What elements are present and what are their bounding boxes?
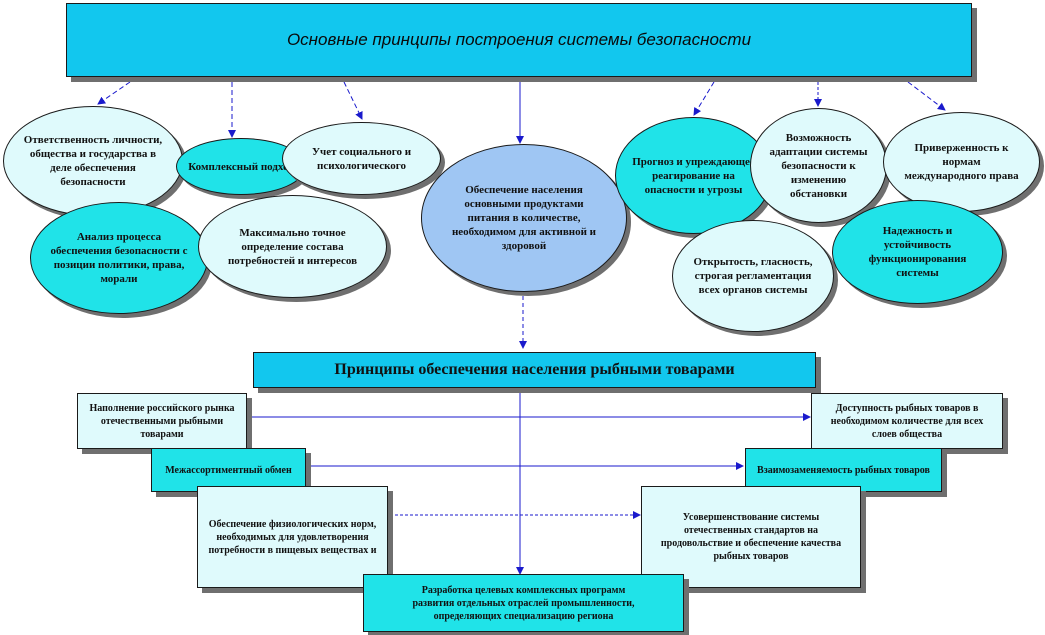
ellipse-analysis: Анализ процесса обеспечения безопасности…	[30, 202, 208, 314]
target-programs-line-3: определяющих специализацию региона	[433, 610, 614, 622]
arrow-to-forecast	[693, 81, 715, 116]
arrow-to-responsibility	[97, 81, 131, 105]
target-programs-line-2: развития отдельных отраслей промышленнос…	[412, 597, 635, 609]
section-title-box: Принципы обеспечения населения рыбными т…	[253, 352, 816, 388]
box-physiological-norms: Обеспечение физиологических норм, необхо…	[197, 486, 388, 588]
section-title: Принципы обеспечения населения рыбными т…	[334, 361, 735, 378]
ellipse-needs-definition: Максимально точное определение состава п…	[198, 195, 387, 298]
ellipse-openness: Открытость, гласность, строгая регламент…	[672, 220, 834, 332]
ellipse-food-provision: Обеспечение населения основными продукта…	[421, 144, 627, 292]
ellipse-responsibility: Ответственность личности, общества и гос…	[3, 106, 183, 216]
arrow-to-law	[907, 81, 946, 111]
box-availability: Доступность рыбных товаров в необходимом…	[811, 393, 1003, 449]
ellipse-reliability: Надежность и устойчивость функционирован…	[832, 200, 1003, 304]
ellipse-international-law: Приверженность к нормам международного п…	[883, 112, 1040, 212]
ellipse-social-psychological: Учет социального и психологического	[282, 122, 441, 195]
ellipse-forecast: Прогноз и упреждающее реагирование на оп…	[615, 117, 772, 234]
ellipse-adaptation: Возможность адаптации системы безопаснос…	[750, 108, 887, 223]
box-target-programs: Разработка целевых комплексных программ …	[363, 574, 684, 632]
box-standards-improvement: Усовершенствование системы отечественных…	[641, 486, 861, 588]
main-title-box: Основные принципы построения системы без…	[66, 3, 972, 77]
target-programs-line-1: Разработка целевых комплексных программ	[421, 584, 626, 596]
main-title: Основные принципы построения системы без…	[286, 30, 752, 49]
arrow-to-social	[343, 81, 363, 120]
box-market-filling: Наполнение российского рынка отечественн…	[77, 393, 247, 449]
